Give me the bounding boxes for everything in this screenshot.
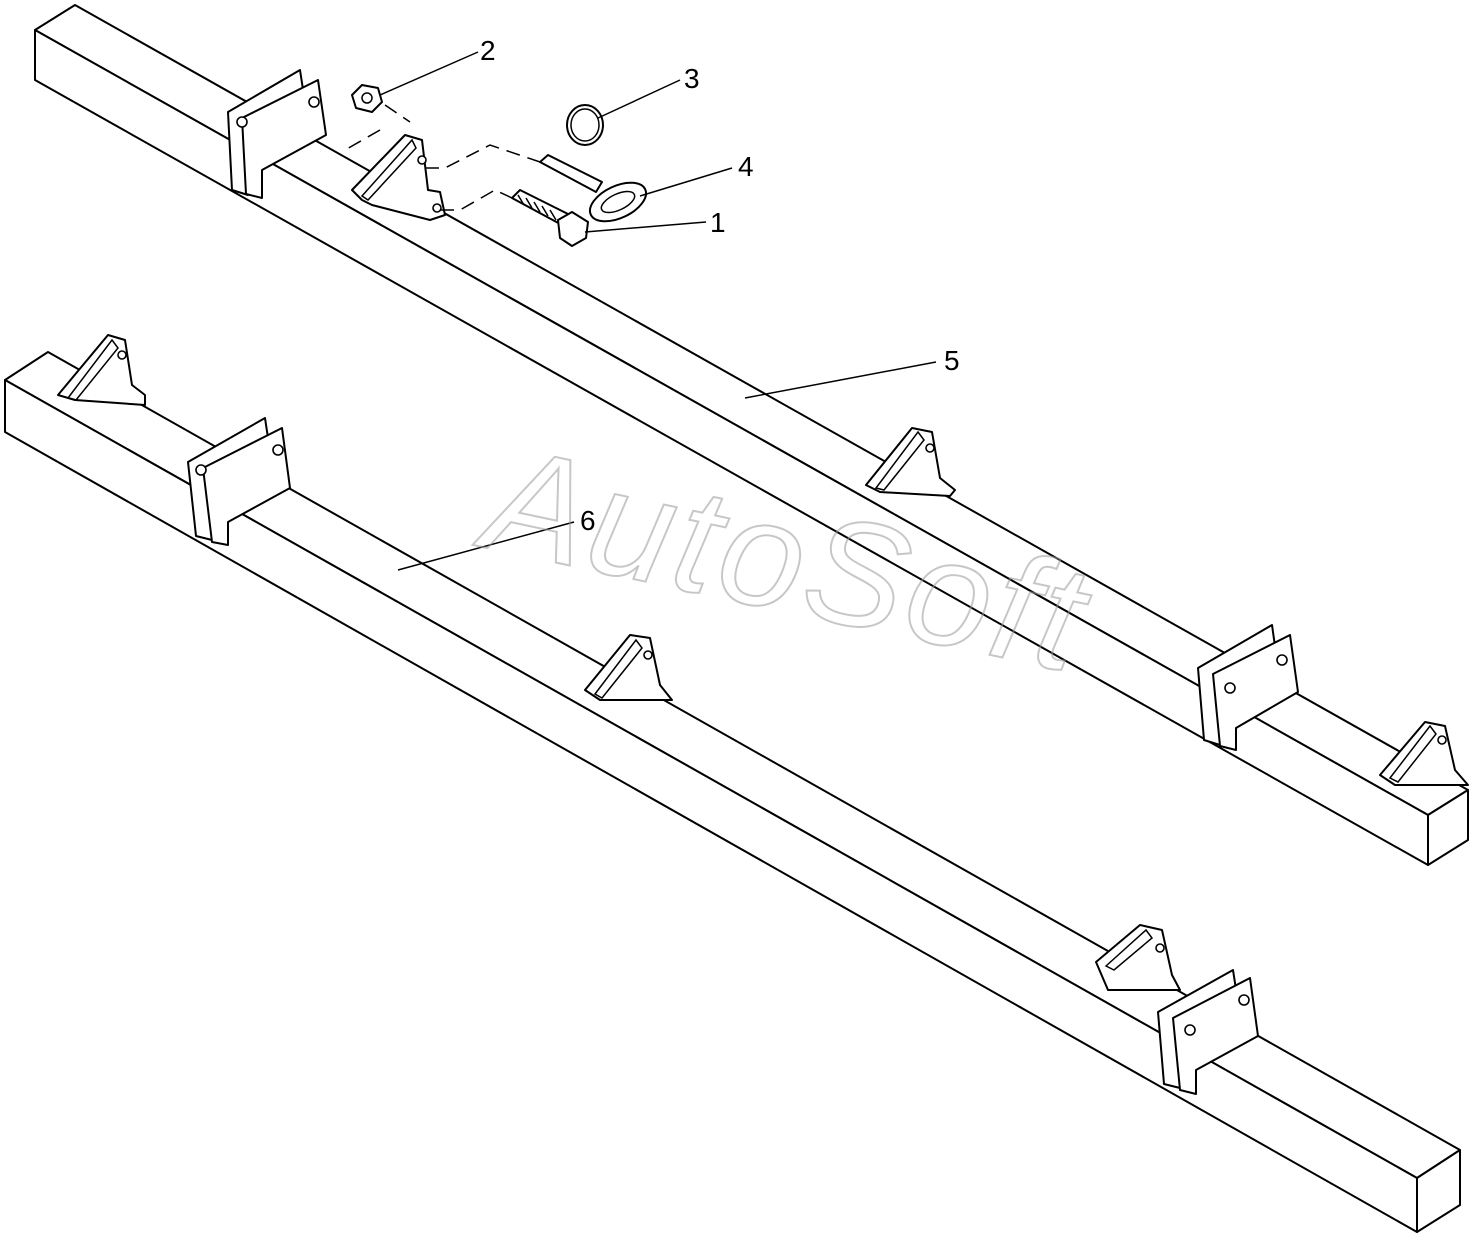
leader-line-5 xyxy=(744,361,937,399)
beam-6 xyxy=(4,351,1461,1233)
lug-bracket xyxy=(865,427,956,497)
lug-bracket xyxy=(584,634,673,701)
leader-line-4 xyxy=(639,167,733,197)
assembly-guide-lines xyxy=(344,104,541,211)
ring-part-3 xyxy=(566,104,604,146)
nut-part-2 xyxy=(351,84,383,113)
lug-bracket xyxy=(1379,721,1469,786)
callout-5: 5 xyxy=(944,345,960,376)
leader-line-1 xyxy=(584,221,707,233)
leader-line-6 xyxy=(397,521,575,571)
lug-bracket xyxy=(351,134,446,221)
double-bracket xyxy=(187,417,291,546)
callout-3: 3 xyxy=(684,63,700,94)
leader-line-3 xyxy=(597,79,681,119)
pin-part-4 xyxy=(539,154,648,223)
leader-line-2 xyxy=(379,51,479,96)
lug-bracket xyxy=(57,334,146,406)
double-bracket xyxy=(1157,969,1259,1095)
double-bracket xyxy=(1197,624,1299,751)
bolt-part-1 xyxy=(511,189,589,247)
double-bracket xyxy=(227,69,327,199)
callout-1: 1 xyxy=(710,207,726,238)
callout-2: 2 xyxy=(480,35,496,66)
beam-6-end-face xyxy=(1416,1149,1461,1233)
callout-6: 6 xyxy=(580,505,596,536)
lug-bracket xyxy=(1095,924,1181,991)
callout-4: 4 xyxy=(738,151,754,182)
